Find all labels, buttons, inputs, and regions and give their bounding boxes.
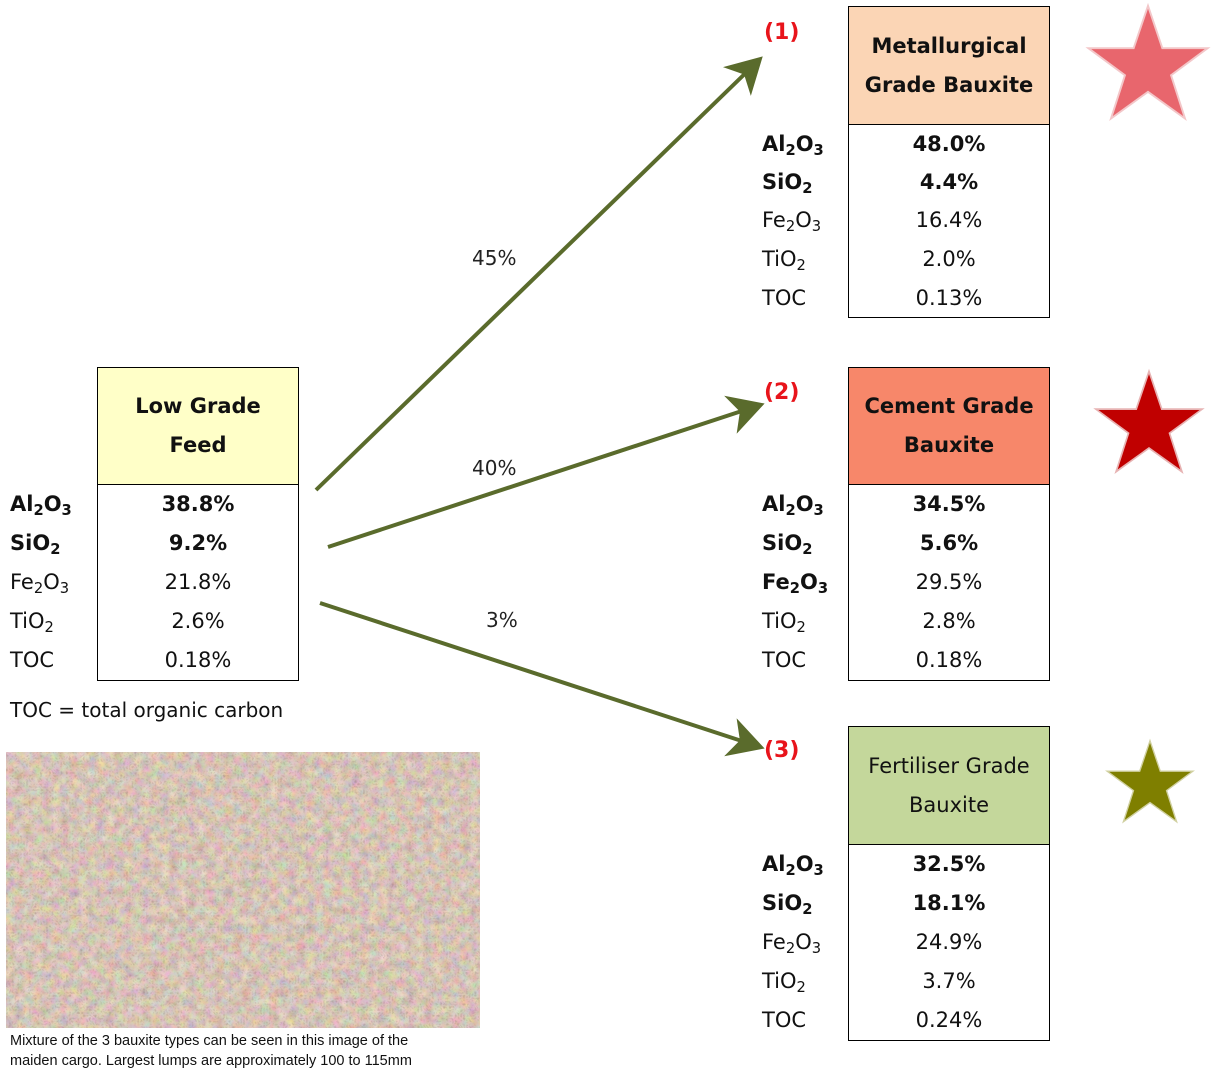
marker-2: (2) [764, 380, 800, 405]
cement-title-line2: Bauxite [903, 433, 995, 457]
feed-value-tio2: 2.6% [171, 609, 225, 633]
star-icon-cement [1093, 368, 1205, 474]
fertiliser-label-al2o3: Al2O3 [762, 852, 824, 880]
cement-header: Cement Grade Bauxite [848, 367, 1050, 485]
fertiliser-value-fe2o3: 24.9% [915, 930, 983, 954]
toc-note: TOC = total organic carbon [10, 698, 284, 722]
metallurgical-label-toc: TOC [762, 286, 807, 310]
cement-value-tio2: 2.8% [922, 609, 976, 633]
metallurgical-label-sio2: SiO2 [762, 170, 813, 198]
feed-value-fe2o3: 21.8% [164, 570, 232, 594]
metallurgical-value-tio2: 2.0% [922, 247, 976, 271]
arrow-to-fertiliser [319, 601, 765, 757]
arrow-to-cement [327, 395, 765, 549]
flow-percent-metallurgical: 45% [472, 246, 517, 270]
arrow-to-metallurgical [314, 56, 763, 492]
fertiliser-values-box [848, 844, 1050, 1041]
cement-label-al2o3: Al2O3 [762, 492, 824, 520]
cement-label-fe2o3: Fe2O3 [762, 570, 829, 598]
star-shape [1105, 738, 1195, 824]
fertiliser-value-toc: 0.24% [915, 1008, 983, 1032]
feed-value-toc: 0.18% [164, 648, 232, 672]
photo-caption-line2: maiden cargo. Largest lumps are approxim… [10, 1053, 412, 1069]
feed-label-fe2o3: Fe2O3 [10, 570, 70, 598]
marker-1: (1) [764, 20, 800, 45]
fertiliser-label-tio2: TiO2 [762, 969, 806, 997]
fertiliser-value-al2o3: 32.5% [912, 852, 986, 876]
star-icon-metallurgical [1085, 2, 1211, 121]
metallurgical-value-fe2o3: 16.4% [915, 208, 983, 232]
cement-value-fe2o3: 29.5% [915, 570, 983, 594]
fertiliser-label-sio2: SiO2 [762, 891, 813, 919]
cement-value-al2o3: 34.5% [912, 492, 986, 516]
cement-value-sio2: 5.6% [919, 531, 979, 555]
metallurgical-header: Metallurgical Grade Bauxite [848, 6, 1050, 125]
metallurgical-title-line2: Grade Bauxite [864, 72, 1034, 97]
fertiliser-title-line2: Bauxite [908, 792, 989, 817]
feed-label-toc: TOC [10, 648, 55, 672]
fertiliser-value-tio2: 3.7% [922, 969, 976, 993]
metallurgical-label-tio2: TiO2 [762, 247, 806, 275]
star-shape [1085, 2, 1211, 121]
cement-title-line1: Cement Grade [864, 394, 1034, 418]
feed-label-tio2: TiO2 [10, 609, 54, 637]
photo-caption-line1: Mixture of the 3 bauxite types can be se… [10, 1033, 409, 1049]
bauxite-cargo-photo [6, 752, 480, 1028]
photo-caption: Mixture of the 3 bauxite types can be se… [10, 1031, 570, 1071]
star-icon-fertiliser [1105, 738, 1195, 824]
feed-label-al2o3: Al2O3 [10, 492, 72, 520]
feed-values-box [97, 484, 299, 681]
metallurgical-value-sio2: 4.4% [919, 170, 979, 194]
feed-title-line2: Feed [169, 433, 227, 457]
fertiliser-label-toc: TOC [762, 1008, 807, 1032]
metallurgical-values-box [848, 124, 1050, 318]
metallurgical-value-toc: 0.13% [915, 286, 983, 310]
feed-header: Low Grade Feed [97, 367, 299, 485]
star-shape [1093, 368, 1205, 474]
metallurgical-value-al2o3: 48.0% [912, 132, 986, 156]
cement-label-toc: TOC [762, 648, 807, 672]
metallurgical-label-al2o3: Al2O3 [762, 132, 824, 160]
flow-percent-cement: 40% [472, 456, 517, 480]
cement-values-box [848, 484, 1050, 681]
metallurgical-title-line1: Metallurgical [871, 33, 1027, 58]
fertiliser-title-line1: Fertiliser Grade [868, 753, 1030, 778]
marker-3: (3) [764, 738, 800, 763]
feed-title-line1: Low Grade [135, 394, 261, 418]
feed-label-sio2: SiO2 [10, 531, 61, 559]
fertiliser-label-fe2o3: Fe2O3 [762, 930, 822, 958]
cement-label-sio2: SiO2 [762, 531, 813, 559]
metallurgical-label-fe2o3: Fe2O3 [762, 208, 822, 236]
feed-value-al2o3: 38.8% [161, 492, 235, 516]
flow-percent-fertiliser: 3% [486, 608, 518, 632]
fertiliser-header: Fertiliser Grade Bauxite [848, 726, 1050, 845]
cement-value-toc: 0.18% [915, 648, 983, 672]
fertiliser-value-sio2: 18.1% [912, 891, 986, 915]
cement-label-tio2: TiO2 [762, 609, 806, 637]
feed-value-sio2: 9.2% [168, 531, 228, 555]
